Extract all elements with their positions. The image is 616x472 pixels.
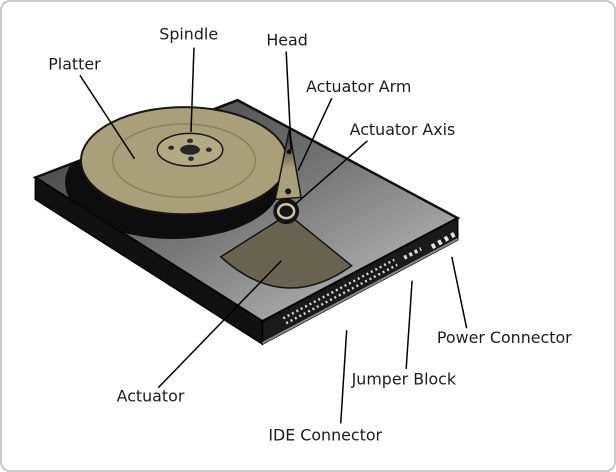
actuator-leader-line — [157, 260, 282, 389]
actuator-axis-leader-line — [294, 140, 368, 205]
actuator-arm-shape — [274, 129, 302, 201]
actuator-axis-ring — [277, 203, 296, 220]
labels: Platter Spindle Head Actuator Arm Actuat… — [48, 25, 572, 445]
label-actuator-axis: Actuator Axis — [350, 120, 456, 139]
case-bottom-edge-highlight — [261, 238, 459, 344]
platter-ring — [111, 123, 257, 199]
spindle-screws — [168, 138, 212, 161]
actuator-axis-group — [273, 198, 300, 225]
label-actuator: Actuator — [117, 387, 185, 406]
spindle-leader-line — [190, 47, 195, 132]
actuator-arm-group — [274, 129, 302, 201]
spindle-center — [180, 144, 200, 155]
leader-lines — [79, 47, 468, 424]
actuator-body — [219, 213, 353, 289]
label-jumper-block: Jumper Block — [351, 370, 457, 389]
label-actuator-arm: Actuator Arm — [306, 77, 411, 96]
ide-connector-pins — [282, 258, 398, 325]
label-ide-connector: IDE Connector — [268, 425, 382, 444]
platter-group — [79, 106, 289, 216]
power-connector-leader-line — [451, 256, 468, 329]
label-spindle: Spindle — [159, 25, 218, 44]
actuator-arm-leader-line — [297, 97, 333, 171]
head-leader-line — [285, 51, 292, 150]
jumper-block-leader-line — [405, 280, 413, 369]
label-power-connector: Power Connector — [437, 328, 572, 347]
ide-connector-leader-line — [339, 330, 348, 424]
head-dot — [286, 149, 292, 155]
label-head: Head — [266, 31, 307, 50]
actuator-axis-disc — [273, 198, 300, 225]
platter-leader-line — [79, 74, 136, 160]
connectors — [282, 231, 456, 325]
arm-base-dot — [285, 188, 292, 195]
label-platter: Platter — [48, 54, 101, 73]
